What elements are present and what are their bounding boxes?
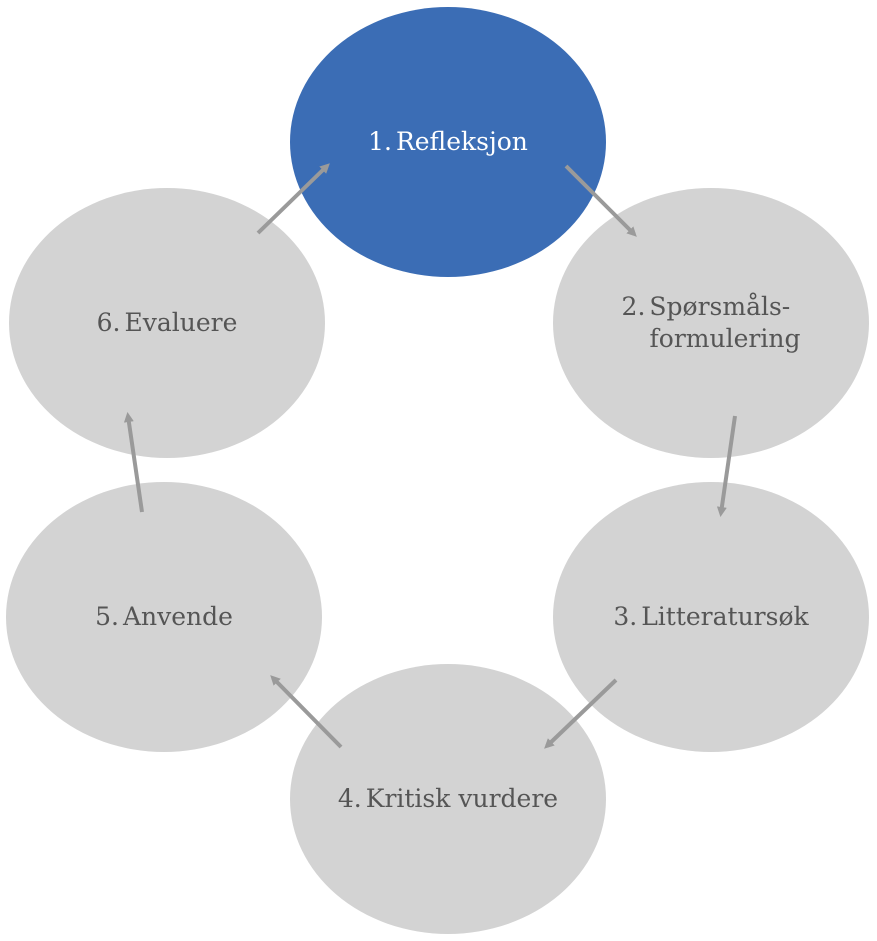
step-3-number: 3. [613, 601, 638, 631]
arrow-6-to-1 [256, 163, 330, 235]
step-5-number: 5. [95, 601, 119, 631]
step-4-label: Kritisk vurdere [365, 783, 559, 813]
arrow-3-to-4 [544, 678, 618, 749]
step-6-label: Evaluere [124, 307, 238, 337]
step-2-number: 2. [621, 291, 646, 321]
step-5-label: Anvende [122, 601, 233, 631]
step-6-number: 6. [96, 307, 121, 337]
step-2-label-line2: formulering [649, 324, 801, 353]
step-3-litteratursok: 3.Litteratursøk [553, 482, 869, 752]
arrow-2-to-3 [716, 415, 737, 517]
arrow-5-to-6 [123, 412, 144, 513]
step-4-kritisk-vurdere: 4.Kritisk vurdere [290, 664, 606, 934]
step-6-evaluere: 6.Evaluere [9, 188, 325, 458]
step-3-label: Litteratursøk [641, 601, 809, 631]
step-1-label: Refleksjon [395, 126, 528, 156]
arrow-4-to-5 [270, 675, 343, 749]
step-4-number: 4. [337, 783, 362, 813]
step-1-refleksjon: 1.Refleksjon [290, 7, 606, 277]
step-1-number: 1. [368, 126, 392, 156]
step-2-label: Spørsmåls- [649, 291, 791, 321]
step-5-anvende: 5.Anvende [6, 482, 322, 752]
step-2-sporsmalsformulering: 2.Spørsmåls- formulering [553, 188, 869, 458]
arrow-1-to-2 [564, 164, 637, 237]
